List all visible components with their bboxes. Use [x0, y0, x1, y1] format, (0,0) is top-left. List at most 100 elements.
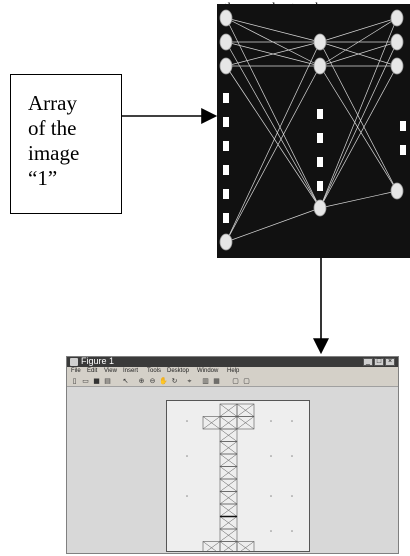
axes	[166, 400, 310, 555]
digit-cell	[219, 491, 238, 505]
menu-window[interactable]: Window	[197, 368, 219, 374]
nn-node-placeholder	[223, 165, 229, 175]
menu-file[interactable]: File	[71, 368, 81, 374]
menu-edit[interactable]: Edit	[87, 368, 98, 374]
digit-cell	[219, 453, 238, 467]
digit-cell	[236, 403, 255, 417]
nn-connection	[319, 17, 398, 67]
nn-node-placeholder	[317, 157, 323, 167]
data-cursor-icon[interactable]: ⌖	[187, 377, 192, 385]
digit-cell	[219, 528, 238, 542]
empty-pixel-dot	[291, 455, 293, 457]
print-icon[interactable]: ▤	[104, 377, 111, 385]
menu-insert[interactable]: Insert	[123, 368, 139, 374]
figure-window: Figure 1 _ □ × File Edit View Insert Too…	[66, 356, 399, 555]
nn-connection	[225, 41, 321, 67]
close-button[interactable]: ×	[385, 358, 395, 366]
nn-connection	[319, 17, 398, 209]
empty-pixel-dot	[186, 495, 188, 497]
zoom-out-icon[interactable]: ⊖	[149, 377, 156, 385]
figure-icon	[70, 358, 78, 366]
array-label-box: Array of the image “1”	[10, 74, 122, 214]
digit-one-icon	[186, 403, 293, 555]
nn-connection	[319, 17, 398, 43]
figure-canvas	[67, 387, 398, 555]
rotate-icon[interactable]: ↻	[171, 377, 178, 385]
empty-pixel-dot	[291, 495, 293, 497]
nn-node-placeholder	[317, 133, 323, 143]
pointer-icon[interactable]: ↖	[122, 377, 129, 385]
nn-connection	[225, 41, 321, 209]
window-title: Figure 1	[81, 356, 115, 366]
nn-node	[313, 57, 327, 75]
menu-desktop[interactable]: Desktop	[167, 368, 190, 374]
nn-connection	[319, 65, 398, 209]
digit-cell	[219, 403, 238, 417]
menu-bar: File Edit View Insert Tools Desktop Wind…	[67, 367, 398, 376]
label-line-3: image	[28, 141, 80, 165]
nn-connection	[225, 17, 321, 43]
empty-pixel-dot	[270, 420, 272, 422]
pan-icon[interactable]: ✋	[159, 377, 168, 385]
empty-pixel-dot	[291, 420, 293, 422]
empty-pixel-dot	[270, 455, 272, 457]
save-icon[interactable]: ■	[93, 377, 100, 385]
nn-connection	[319, 65, 398, 192]
label-line-2: of the	[28, 116, 77, 140]
open-icon[interactable]: ▭	[82, 377, 89, 385]
digit-cell	[219, 541, 238, 555]
legend-icon[interactable]: ▦	[213, 377, 220, 385]
nn-connection	[225, 65, 321, 243]
neural-network-icon	[219, 9, 406, 251]
digit-cell	[202, 416, 221, 430]
zoom-in-icon[interactable]: ⊕	[138, 377, 145, 385]
nn-node	[390, 33, 404, 51]
digit-cell	[219, 478, 238, 492]
digit-cell	[219, 466, 238, 480]
maximize-button[interactable]: □	[374, 358, 384, 366]
empty-pixel-dot	[186, 420, 188, 422]
new-figure-icon[interactable]: ▯	[72, 377, 77, 385]
digit-cell	[219, 441, 238, 455]
minimize-button[interactable]: _	[363, 358, 373, 366]
nn-node-placeholder	[223, 117, 229, 127]
nn-node-placeholder	[317, 181, 323, 191]
nn-node	[390, 9, 404, 27]
nn-node-placeholder	[223, 141, 229, 151]
nn-node	[313, 199, 327, 217]
plot-tools-icon[interactable]: ▢	[232, 377, 239, 385]
colorbar-icon[interactable]: ▥	[202, 377, 209, 385]
nn-node	[219, 33, 233, 51]
digit-cell	[219, 428, 238, 442]
plot-tools-hide-icon[interactable]: ▢	[243, 377, 250, 385]
nn-node-placeholder	[400, 121, 406, 131]
nn-connection	[319, 41, 398, 67]
nn-connection	[225, 65, 321, 209]
nn-node-placeholder	[400, 145, 406, 155]
digit-cell	[236, 416, 255, 430]
nn-node-placeholder	[223, 213, 229, 223]
toolbar: ▯ ▭ ■ ▤ ↖ ⊕ ⊖ ✋ ↻ ⌖ ▥ ▦ ▢ ▢	[67, 376, 398, 387]
nn-node	[390, 57, 404, 75]
menu-tools[interactable]: Tools	[147, 368, 162, 374]
empty-pixel-dot	[291, 530, 293, 532]
menu-view[interactable]: View	[104, 368, 117, 374]
nn-node-placeholder	[223, 93, 229, 103]
nn-connection	[319, 41, 398, 209]
label-line-4: “1”	[28, 166, 58, 190]
nn-connection	[319, 190, 398, 209]
nn-connection	[319, 41, 398, 192]
digit-cell	[219, 516, 238, 530]
menu-help[interactable]: Help	[227, 368, 240, 374]
digit-cell	[219, 503, 238, 517]
empty-pixel-dot	[186, 455, 188, 457]
nn-connection	[225, 207, 321, 243]
empty-pixel-dot	[270, 530, 272, 532]
nn-node-placeholder	[317, 109, 323, 119]
nn-node	[219, 233, 233, 251]
neural-network-panel	[217, 4, 410, 258]
digit-cell	[219, 416, 238, 430]
nn-node	[390, 182, 404, 200]
nn-node-placeholder	[223, 189, 229, 199]
